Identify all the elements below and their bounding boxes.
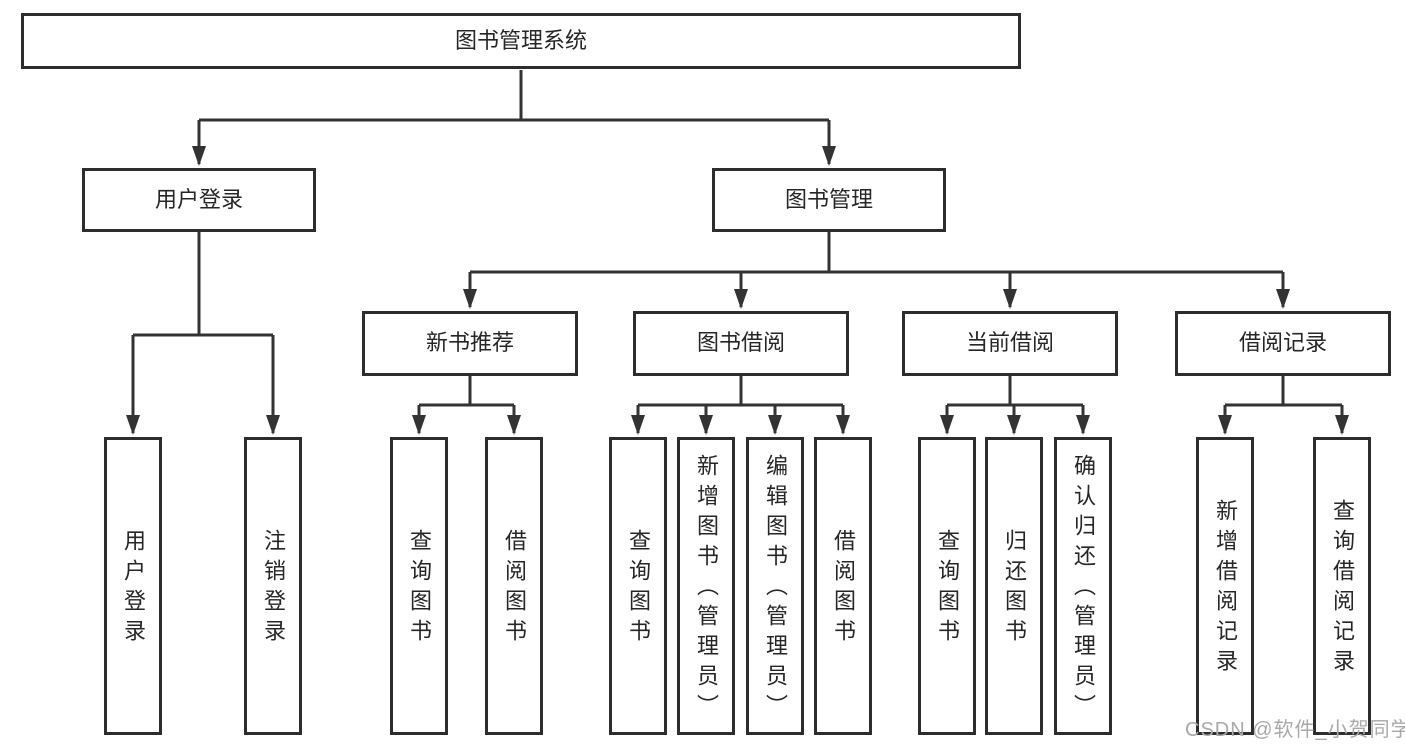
node-book-borrowing: 图书借阅 [633, 311, 849, 376]
leaf-edit-books-admin: 编辑图书（管理员） [746, 437, 804, 735]
node-root: 图书管理系统 [21, 13, 1021, 69]
leaf-query-books-borrow: 查询图书 [609, 437, 667, 735]
node-user-login: 用户登录 [82, 168, 316, 232]
leaf-return-books: 归还图书 [985, 437, 1043, 735]
leaf-query-books-current: 查询图书 [918, 437, 976, 735]
node-current-borrowing: 当前借阅 [902, 311, 1118, 376]
csdn-watermark: CSDN @软件_小贺同学 [1185, 719, 1405, 741]
node-new-book-recommend: 新书推荐 [362, 311, 578, 376]
leaf-add-borrow-record: 新增借阅记录 [1196, 437, 1254, 735]
leaf-query-borrow-record: 查询借阅记录 [1313, 437, 1371, 735]
leaf-query-books-recommend: 查询图书 [390, 437, 448, 735]
node-book-management: 图书管理 [712, 168, 946, 232]
node-borrowing-records: 借阅记录 [1175, 311, 1391, 376]
leaf-borrow-books-recommend: 借阅图书 [485, 437, 543, 735]
leaf-add-books-admin: 新增图书（管理员） [677, 437, 735, 735]
leaf-user-login: 用户登录 [104, 437, 162, 735]
leaf-confirm-return-admin: 确认归还（管理员） [1054, 437, 1112, 735]
leaf-logout: 注销登录 [244, 437, 302, 735]
leaf-borrow-books: 借阅图书 [814, 437, 872, 735]
